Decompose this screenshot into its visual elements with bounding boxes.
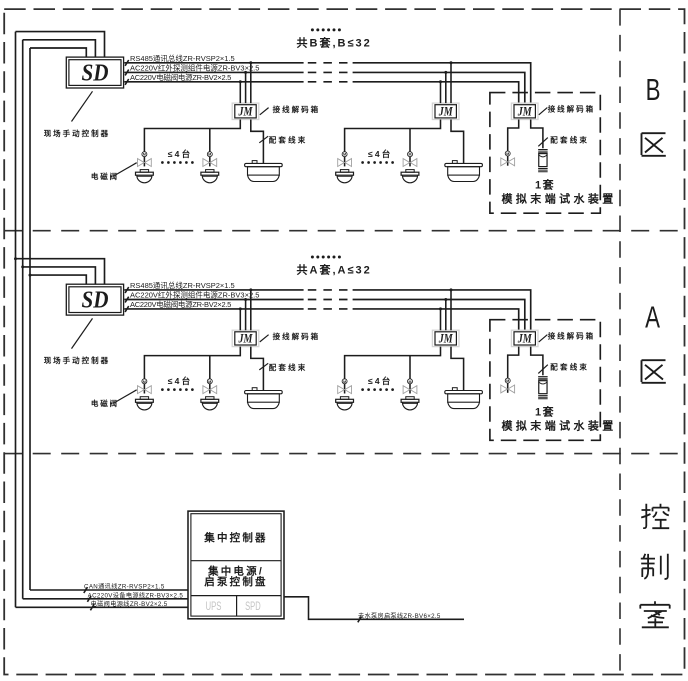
svg-text:UPS: UPS [206, 599, 222, 613]
svg-text:A: A [645, 300, 660, 334]
svg-text:启泵控制盘: 启泵控制盘 [204, 575, 268, 588]
svg-text:共B套,B≤32: 共B套,B≤32 [297, 36, 372, 50]
svg-text:集中控制器: 集中控制器 [203, 531, 268, 544]
svg-text:集中电源/: 集中电源/ [207, 564, 264, 577]
svg-text:B: B [646, 73, 661, 107]
svg-text:电磁阀电源线ZR-BV2×2.5: 电磁阀电源线ZR-BV2×2.5 [91, 600, 168, 608]
svg-text:去水泵房启泵线ZR-BV6×2.5: 去水泵房启泵线ZR-BV6×2.5 [358, 612, 441, 620]
svg-text:CAN通讯线ZR-RVSP2×1.5: CAN通讯线ZR-RVSP2×1.5 [84, 583, 165, 591]
svg-text:共A套,A≤32: 共A套,A≤32 [297, 263, 372, 277]
svg-text:SPD: SPD [245, 599, 261, 613]
svg-text:AC220V设备电源线ZR-BV3×2.5: AC220V设备电源线ZR-BV3×2.5 [88, 591, 184, 599]
